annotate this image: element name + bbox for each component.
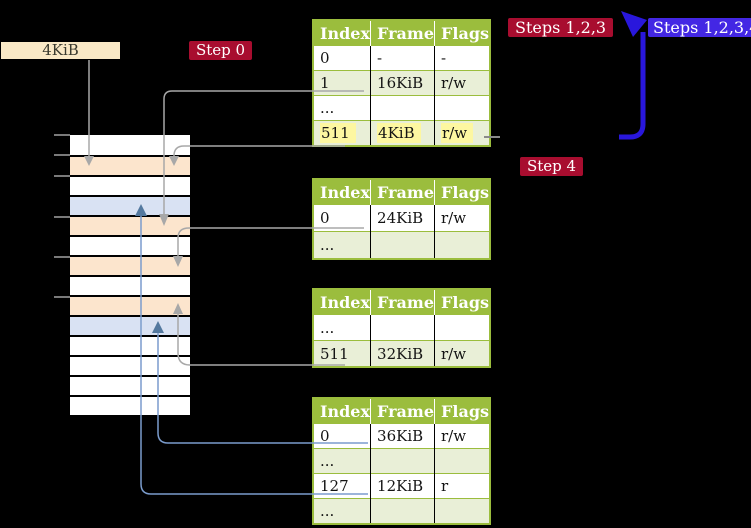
table-cell: 4KiB	[370, 120, 435, 146]
column-header-frame: Frame	[370, 398, 435, 424]
table-cell	[370, 314, 435, 341]
physical-memory-stack	[70, 135, 190, 415]
column-header-index: Index	[313, 289, 371, 315]
steps-loop-arrow	[619, 11, 647, 140]
table-cell	[434, 448, 491, 474]
table-cell: 511	[313, 120, 371, 146]
column-header-index: Index	[313, 179, 371, 205]
table-cell: r/w	[434, 120, 491, 146]
table-cell: 16KiB	[370, 70, 435, 96]
table-cell	[370, 95, 435, 121]
table-cell: ...	[313, 95, 371, 121]
table-cell: 0	[313, 423, 371, 449]
column-header-frame: Frame	[370, 20, 435, 46]
memory-row	[70, 235, 190, 255]
table-cell: 24KiB	[370, 204, 435, 232]
memory-row	[70, 275, 190, 295]
table-cell	[434, 95, 491, 121]
highlighted-value: 511	[320, 123, 356, 143]
table-row: 1 16KiB r/w	[313, 70, 491, 96]
steps1234-label: Steps 1,2,3,4	[648, 18, 751, 37]
table-cell: 12KiB	[370, 473, 435, 499]
table-row: ...	[313, 95, 491, 121]
page-table-level-1: Index Frame Flags 0 36KiB r/w ... 127 12…	[312, 397, 492, 525]
table-cell: 0	[313, 45, 371, 71]
page-table-level-4: Index Frame Flags 0 - - 1 16KiB r/w ...	[312, 19, 492, 147]
memory-row	[70, 315, 190, 335]
table-row: ...	[313, 498, 491, 524]
table-cell	[434, 314, 491, 341]
table-cell	[370, 231, 435, 259]
memory-row	[70, 335, 190, 355]
page-table-level-3: Index Frame Flags 0 24KiB r/w ...	[312, 178, 492, 260]
table-cell: ...	[313, 231, 371, 259]
column-header-flags: Flags	[434, 20, 491, 46]
column-header-index: Index	[313, 20, 371, 46]
memory-row	[70, 195, 190, 215]
memory-ticks	[54, 134, 70, 298]
memory-row	[70, 255, 190, 275]
table-cell: -	[370, 45, 435, 71]
table-cell: r/w	[434, 340, 491, 367]
table-row: ...	[313, 231, 491, 259]
loop-arrow-shaft	[619, 32, 646, 140]
table-row: 0 - -	[313, 45, 491, 71]
column-header-flags: Flags	[434, 179, 491, 205]
table-row: ...	[313, 448, 491, 474]
table-row: ...	[313, 314, 491, 341]
table-cell	[434, 498, 491, 524]
table-cell: 127	[313, 473, 371, 499]
table-cell: ...	[313, 314, 371, 341]
table-cell: ...	[313, 498, 371, 524]
steps123-label: Steps 1,2,3	[508, 18, 614, 37]
table-cell: 511	[313, 340, 371, 367]
table-header-row: Index Frame Flags	[313, 398, 491, 424]
table-cell: 1	[313, 70, 371, 96]
table-cell	[370, 448, 435, 474]
table-row-highlighted: 511 4KiB r/w	[313, 120, 491, 146]
table-cell: r/w	[434, 204, 491, 232]
table-cell: 32KiB	[370, 340, 435, 367]
memory-row	[70, 215, 190, 235]
step0-label: Step 0	[189, 41, 253, 60]
loop-arrowhead-icon	[621, 11, 647, 37]
memory-row	[70, 155, 190, 175]
table-cell: 36KiB	[370, 423, 435, 449]
table-cell: r/w	[434, 70, 491, 96]
table-cell: r	[434, 473, 491, 499]
table-row: 511 32KiB r/w	[313, 340, 491, 367]
table-cell: ...	[313, 448, 371, 474]
table-header-row: Index Frame Flags	[313, 20, 491, 46]
highlighted-value: 4KiB	[377, 123, 421, 143]
column-header-index: Index	[313, 398, 371, 424]
highlighted-value: r/w	[441, 123, 474, 143]
step4-label: Step 4	[520, 157, 584, 176]
memory-row	[70, 375, 190, 395]
table-cell: 0	[313, 204, 371, 232]
table-cell	[370, 498, 435, 524]
column-header-frame: Frame	[370, 289, 435, 315]
column-header-flags: Flags	[434, 289, 491, 315]
column-header-flags: Flags	[434, 398, 491, 424]
page-size-box: 4KiB	[1, 42, 120, 59]
page-table-level-2: Index Frame Flags ... 511 32KiB r/w	[312, 288, 492, 368]
arrow-l4row511-to-frame	[173, 145, 345, 157]
memory-row	[70, 395, 190, 415]
column-header-frame: Frame	[370, 179, 435, 205]
table-cell: r/w	[434, 423, 491, 449]
table-row: 0 24KiB r/w	[313, 204, 491, 232]
memory-row	[70, 175, 190, 195]
table-cell: -	[434, 45, 491, 71]
table-header-row: Index Frame Flags	[313, 179, 491, 205]
memory-row	[70, 295, 190, 315]
table-cell	[434, 231, 491, 259]
memory-row	[70, 135, 190, 155]
memory-row	[70, 355, 190, 375]
table-header-row: Index Frame Flags	[313, 289, 491, 315]
table-row: 127 12KiB r	[313, 473, 491, 499]
table-row: 0 36KiB r/w	[313, 423, 491, 449]
